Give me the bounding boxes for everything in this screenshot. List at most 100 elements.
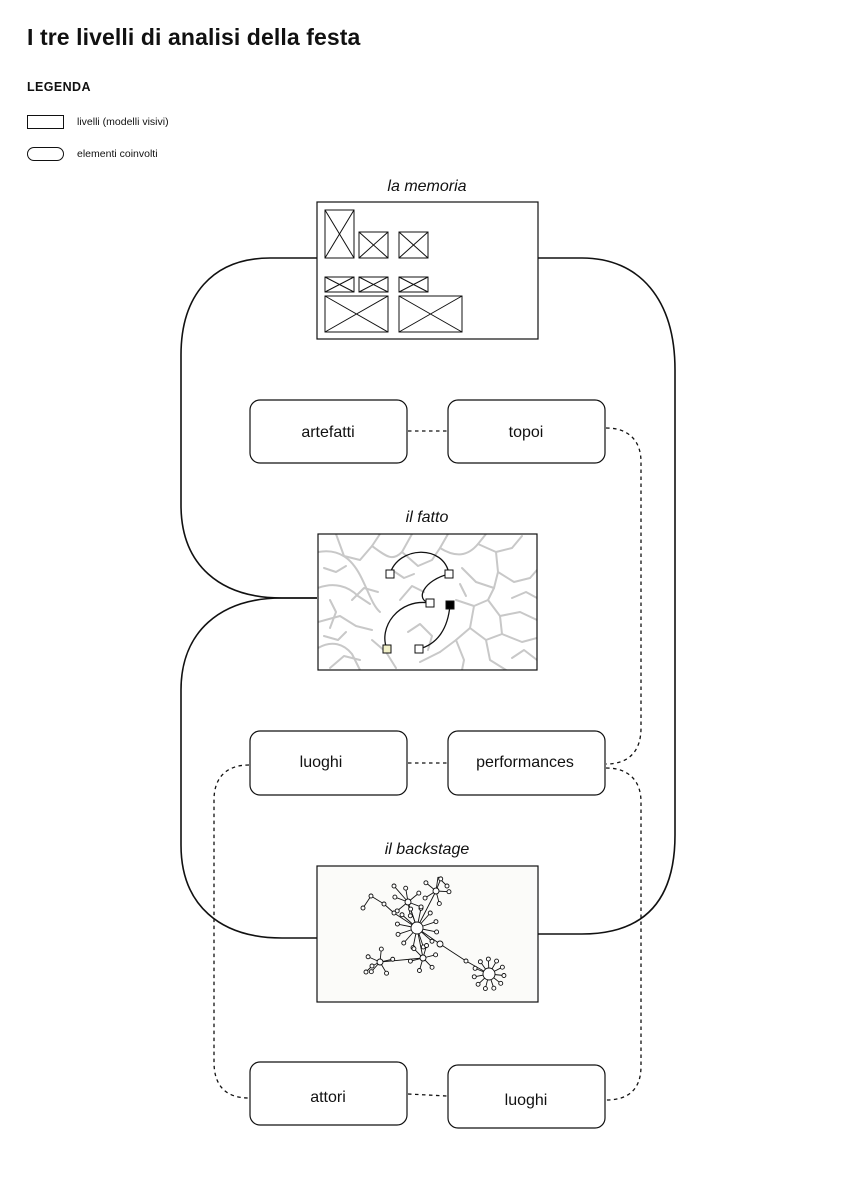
network-node (410, 921, 424, 935)
network-node (427, 910, 433, 916)
network-node (475, 981, 481, 987)
network-node (436, 940, 444, 948)
level-box-fatto (317, 533, 538, 671)
legend-item-levels: livelli (modelli visivi) (27, 115, 169, 129)
link-performances-luoghi (605, 767, 642, 1101)
network-node (411, 946, 417, 952)
level-title-fatto: il fatto (406, 509, 449, 526)
page-title: I tre livelli di analisi della festa (27, 24, 361, 50)
legend-item-label: livelli (modelli visivi) (77, 116, 169, 128)
network-node (499, 964, 505, 970)
network-node (424, 943, 429, 948)
network-node (407, 913, 413, 919)
network-node (433, 919, 439, 925)
network-node (498, 980, 504, 986)
network-node (381, 901, 387, 907)
network-node (369, 963, 375, 969)
node-label: topoi (509, 424, 544, 441)
legend-rounded-swatch (27, 147, 64, 161)
node-label: luoghi (300, 754, 343, 771)
network-node (438, 876, 444, 882)
network-node (391, 883, 397, 889)
network-node (491, 985, 497, 991)
network-node (390, 956, 396, 962)
network-node (482, 986, 488, 992)
legend-heading: LEGENDA (27, 80, 91, 94)
node-label: performances (476, 754, 574, 771)
network-node (394, 921, 400, 927)
network-node (391, 910, 397, 916)
city-map (318, 534, 537, 670)
network-node (482, 967, 496, 981)
level-title-memoria: la memoria (387, 178, 466, 195)
network-edge (439, 943, 467, 962)
level-box-backstage (316, 865, 539, 1003)
dashed-connectors (213, 427, 642, 1101)
network-node (433, 952, 439, 958)
node-topoi: topoi (447, 399, 606, 464)
node-luoghi-2: luoghi (447, 1064, 606, 1129)
connector-memoria-backstage (538, 257, 676, 935)
legend-item-label: elementi coinvolti (77, 148, 158, 160)
node-label: attori (310, 1089, 346, 1106)
node-label: artefatti (301, 424, 354, 441)
network-node (365, 954, 371, 960)
network-node (417, 968, 422, 973)
node-artefatti: artefatti (249, 399, 408, 464)
network-node (378, 946, 384, 952)
node-label: luoghi (505, 1092, 548, 1109)
network-node (434, 929, 440, 935)
legend-item-elements: elementi coinvolti (27, 147, 158, 161)
image-grid-placeholders (324, 209, 463, 333)
level-title-backstage: il backstage (385, 841, 470, 858)
network-node (485, 956, 491, 962)
network-node (376, 958, 384, 966)
network-edge (370, 895, 385, 905)
network-node (403, 885, 409, 891)
network-node (395, 931, 401, 937)
node-attori: attori (249, 1061, 408, 1126)
connector-memoria-fatto (180, 257, 317, 599)
node-performances: performances (447, 730, 606, 796)
node-luoghi-1: luoghi (249, 730, 408, 796)
network-node (384, 970, 389, 976)
network-node (494, 958, 500, 964)
network-node (360, 905, 366, 911)
network-node (363, 969, 369, 975)
network-node (419, 954, 427, 962)
network-node (432, 887, 440, 895)
network-node (418, 904, 424, 910)
network-node (471, 974, 477, 980)
network-node (472, 965, 478, 971)
level-box-memoria (316, 201, 539, 340)
network-node (436, 901, 442, 907)
network-node (446, 889, 452, 895)
route-nodes (382, 569, 455, 654)
network-node (368, 893, 374, 899)
network-graph (360, 876, 507, 992)
network-node (399, 912, 405, 918)
link-luoghi-attori (213, 764, 250, 1099)
network-node (407, 958, 413, 964)
link-topoi-performances (605, 427, 642, 765)
network-node (401, 940, 407, 946)
network-node (392, 894, 398, 900)
network-node (404, 898, 412, 906)
network-node (477, 959, 483, 965)
link-attori-luoghi (407, 1093, 448, 1097)
solid-connectors (180, 257, 676, 939)
network-edge (393, 885, 409, 903)
network-node (422, 895, 428, 901)
network-node (501, 973, 507, 978)
network-node (463, 958, 469, 964)
network-node (423, 880, 429, 886)
network-node (429, 964, 435, 970)
connector-fatto-backstage (180, 597, 317, 939)
network-node (408, 906, 414, 912)
network-node (444, 883, 450, 889)
network-node (429, 938, 435, 944)
network-edge (379, 957, 424, 963)
legend-rect-swatch (27, 115, 64, 129)
network-node (368, 969, 374, 975)
